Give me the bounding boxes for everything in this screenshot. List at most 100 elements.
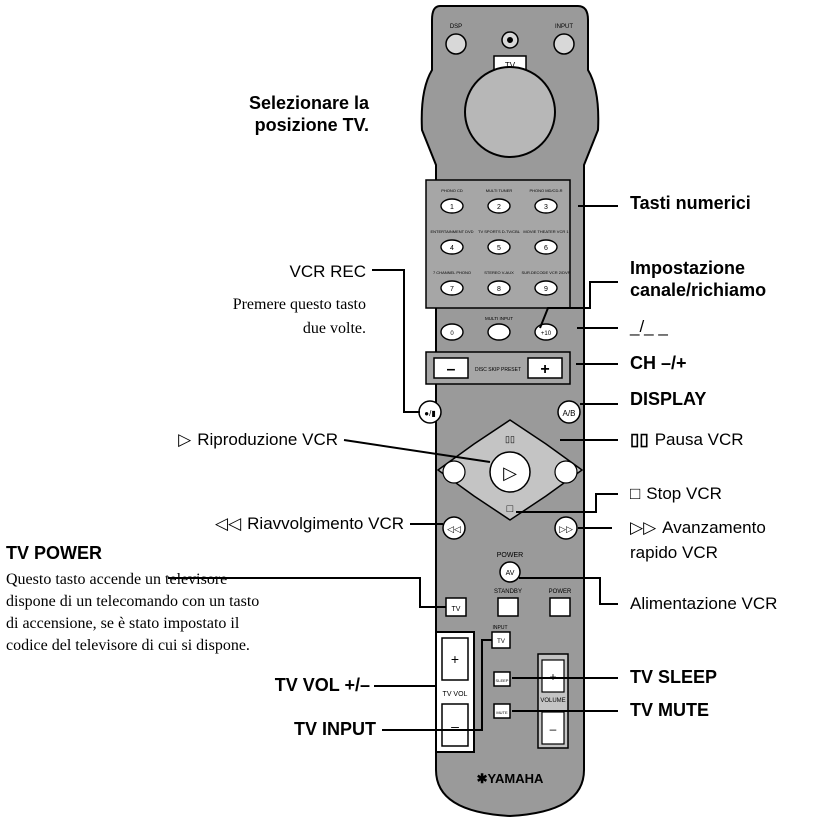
input-top-button[interactable]: [553, 33, 575, 55]
rewind-icon: ◁◁: [215, 514, 242, 533]
numpad-key-label: 1: [450, 204, 454, 211]
ch-minus-button[interactable]: [433, 357, 469, 379]
zero-key-label: 0: [450, 331, 454, 337]
input-caption: INPUT: [555, 24, 573, 30]
numpad-key-label: 2: [497, 204, 501, 211]
numpad-key-4[interactable]: [440, 239, 464, 255]
ch-minus-glyph: –: [447, 361, 456, 378]
disc-skip-caption: DISC SKIP PRESET: [475, 367, 521, 373]
dsp-button[interactable]: [445, 33, 467, 55]
power-caption: POWER: [497, 552, 523, 559]
standby-button[interactable]: [497, 597, 519, 617]
ff-label-2: rapido VCR: [630, 543, 718, 562]
numpad-key-label: 6: [544, 245, 548, 252]
display-ab-button[interactable]: [557, 400, 581, 424]
numpad-caption: PHONO MD/CD-R: [529, 188, 562, 193]
numpad-caption: TV SPORTS D-TV/CBL: [478, 229, 521, 234]
numpad-key-label: 3: [544, 204, 548, 211]
input-caption-small: INPUT: [493, 625, 508, 631]
ff-label-1: ▷▷Avanzamento: [630, 518, 766, 538]
tv-tab-label: TV: [505, 61, 516, 70]
pause-icon: ▯▯: [630, 430, 649, 449]
ch-plus-button[interactable]: [527, 357, 563, 379]
plus-ten-key-label: +10: [541, 331, 552, 337]
channel-set-label-1: Impostazione: [630, 258, 746, 278]
tv-mute-label: TV MUTE: [630, 700, 709, 720]
numpad-key-label: 9: [544, 286, 548, 293]
dash-key-label: _/_ _: [630, 317, 668, 336]
numpad-key-5[interactable]: [487, 239, 511, 255]
tv-power-note-2: dispone di un telecomando con un tasto: [6, 593, 260, 610]
ab-glyph: A/B: [563, 409, 576, 418]
pause-glyph-on-remote: ▯▯: [505, 434, 515, 444]
numpad-key-2[interactable]: [487, 198, 511, 214]
vcr-rec-label: VCR REC: [289, 262, 366, 281]
tv-sleep-glyph: SLEEP: [496, 678, 509, 683]
tv-vol-caption: TV VOL: [443, 691, 468, 698]
numpad-key-7[interactable]: [440, 280, 464, 296]
vcr-rec-note-2: due volte.: [302, 320, 366, 337]
numpad-caption: SUR.DECODE VCR 2/DVR: [521, 270, 570, 275]
ff-button[interactable]: [554, 516, 578, 540]
play-text: Riproduzione VCR: [197, 430, 338, 449]
ff-glyph-on-remote: ▷▷: [559, 524, 573, 534]
numpad-caption: 7 CHANNEL PHONO: [433, 270, 471, 275]
numpad-caption: ENTERTAINMENT DVD: [430, 229, 473, 234]
tv-mute-button[interactable]: [493, 703, 511, 719]
numpad-caption: PHONO CD: [441, 188, 463, 193]
multi-input-key-label: MULTI INPUT: [485, 316, 513, 321]
tv-mute-glyph: MUTE: [496, 710, 508, 715]
av-glyph: AV: [506, 570, 515, 577]
pause-text: Pausa VCR: [654, 430, 744, 449]
vcr-power-label: Alimentazione VCR: [630, 594, 778, 613]
tv-sleep-button[interactable]: [493, 671, 511, 687]
numpad-caption: MULTI TUNER: [486, 188, 513, 193]
zero-key[interactable]: [440, 323, 464, 341]
zero-row: 0 MULTI INPUT +10: [440, 316, 558, 341]
vcr-rec-glyph: ●/▮: [424, 409, 435, 418]
rewind-text: Riavvolgimento VCR: [247, 514, 404, 533]
tv-input-label: TV INPUT: [293, 719, 376, 739]
numpad-key-label: 8: [497, 286, 501, 293]
left-arrow-button[interactable]: [442, 460, 466, 484]
tv-vol-label: TV VOL +/–: [274, 675, 370, 695]
stop-icon: □: [630, 484, 641, 503]
tv-vol-plus: +: [451, 651, 459, 667]
select-tv-label-1: Selezionare la: [248, 93, 369, 113]
pause-label: ▯▯ Pausa VCR: [630, 430, 744, 450]
numpad-key-label: 7: [450, 286, 454, 293]
tv-power-label: TV POWER: [6, 543, 103, 563]
stop-text: Stop VCR: [646, 484, 722, 503]
numpad-key-9[interactable]: [534, 280, 558, 296]
dsp-caption: DSP: [450, 24, 462, 30]
numpad-key-8[interactable]: [487, 280, 511, 296]
rewind-button[interactable]: [442, 516, 466, 540]
ff-icon: ▷▷: [630, 518, 657, 537]
play-label: ▷Riproduzione VCR: [178, 430, 338, 450]
tv-sleep-label: TV SLEEP: [630, 667, 718, 687]
select-tv-label-2: posizione TV.: [254, 115, 369, 135]
numpad-key-label: 5: [497, 245, 501, 252]
rewind-glyph-on-remote: ◁◁: [447, 524, 461, 534]
volume-minus: –: [550, 722, 557, 736]
play-enter-button[interactable]: [489, 451, 531, 493]
numpad-key-3[interactable]: [534, 198, 558, 214]
numpad-key-1[interactable]: [440, 198, 464, 214]
numpad-caption: MOVIE THEATER VCR 1: [523, 229, 569, 234]
vcr-power-button[interactable]: [499, 561, 521, 583]
system-power-button[interactable]: [549, 597, 571, 617]
channel-set-label-2: canale/richiamo: [630, 280, 767, 300]
ch-plus-glyph: +: [540, 361, 549, 378]
numpad-caption: STEREO V-AUX: [484, 270, 514, 275]
multi-input-key[interactable]: [487, 323, 511, 341]
numpad-key-6[interactable]: [534, 239, 558, 255]
right-arrow-button[interactable]: [554, 460, 578, 484]
yamaha-logo: ✱YAMAHA: [477, 771, 544, 786]
tv-power-note-3: di accensione, se è stato impostato il: [6, 615, 240, 632]
numpad: PHONO CD 1 MULTI TUNER 2 PHONO MD/CD-R 3ENTER…: [430, 188, 571, 296]
numeric-keys-label: Tasti numerici: [630, 193, 751, 213]
jog-dial[interactable]: [464, 66, 556, 158]
tv-power-note-1: Questo tasto accende un televisore: [6, 571, 228, 588]
tv-power-note-4: codice del televisore di cui si dispone.: [6, 637, 250, 654]
